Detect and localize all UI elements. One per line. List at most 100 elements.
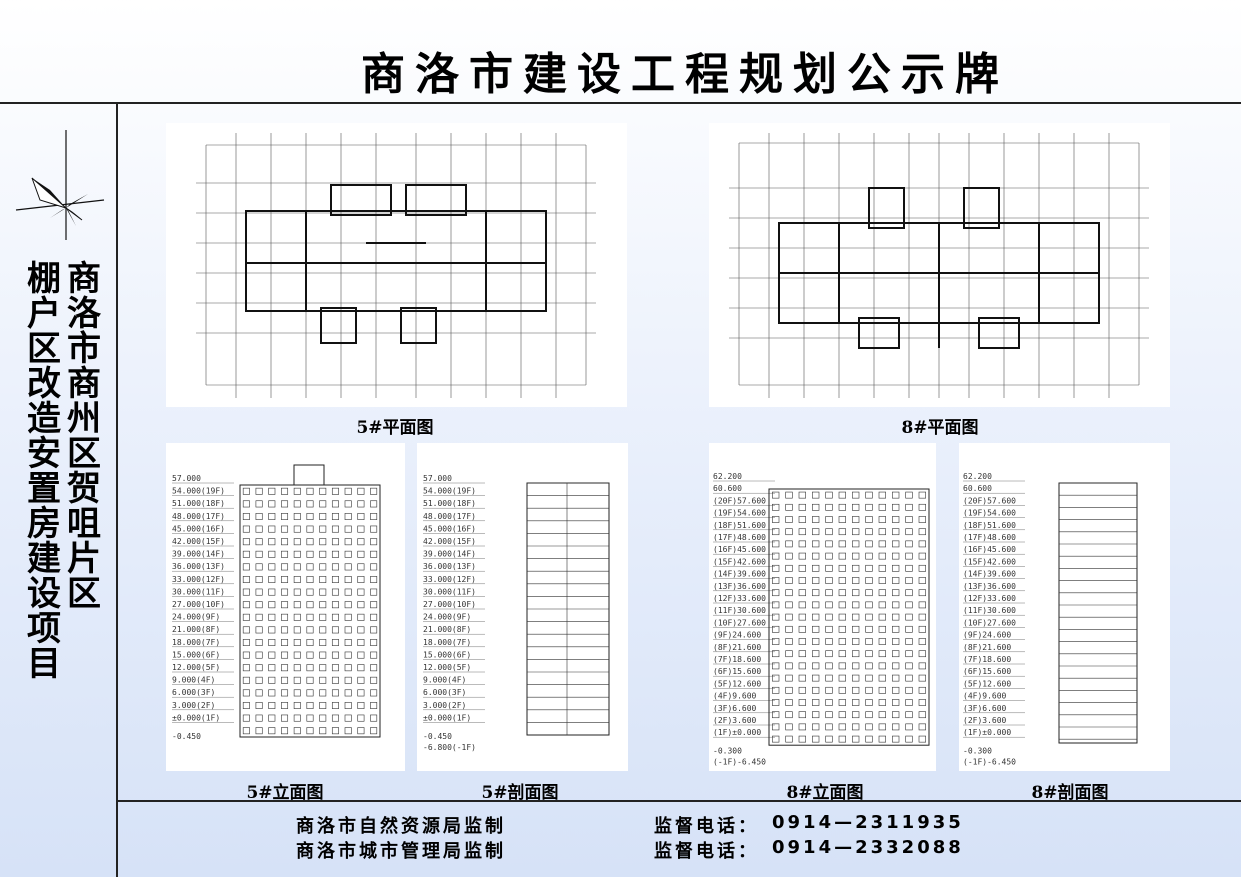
plan-5-caption: 5#平面图 <box>356 418 434 438</box>
elevation-8-level-label: (13F)36.600 <box>713 582 766 591</box>
elevation-5-level-label: 24.000(9F) <box>172 613 220 622</box>
elevation-5-level-label: 6.000(3F) <box>172 688 215 697</box>
elevation-8-level-label: -0.300 <box>713 746 742 755</box>
section-8-level-label: (5F)12.600 <box>963 679 1011 688</box>
section-8-level-label: (19F)54.600 <box>963 509 1016 518</box>
elevation-8-level-label: (3F)6.600 <box>713 704 757 713</box>
section-5-level-label: 24.000(9F) <box>423 613 471 622</box>
page-title: 商洛市建设工程规划公示牌 <box>361 49 1009 100</box>
section-5-level-label: 6.000(3F) <box>423 688 466 697</box>
section-5-level-label: 30.000(11F) <box>423 587 476 596</box>
elevation-5-level-label: 15.000(6F) <box>172 650 220 659</box>
elevation-8-level-label: (8F)21.600 <box>713 643 761 652</box>
section-5-level-label: 18.000(7F) <box>423 638 471 647</box>
section-5-level-label: 42.000(15F) <box>423 537 476 546</box>
elevation-8-level-label: (2F)3.600 <box>713 716 757 725</box>
section-8-level-label: 60.600 <box>963 484 992 493</box>
section-8-level-label: (15F)42.600 <box>963 557 1016 566</box>
phone-label-1: 监督电话： <box>654 816 759 837</box>
elevation-5-level-label: -0.450 <box>172 732 201 741</box>
section-8-level-label: (11F)30.600 <box>963 606 1016 615</box>
section-5-level-label: 27.000(10F) <box>423 600 476 609</box>
section-8-level-label: (14F)39.600 <box>963 570 1016 579</box>
section-5-level-label: 36.000(13F) <box>423 562 476 571</box>
section-8-level-label: (17F)48.600 <box>963 533 1016 542</box>
section-8-level-label: (12F)33.600 <box>963 594 1016 603</box>
section-5-caption: 5#剖面图 <box>481 783 559 803</box>
elevation-5-level-label: 9.000(4F) <box>172 676 215 685</box>
elevation-8-level-label: (4F)9.600 <box>713 692 757 701</box>
elevation-5-level-label: 39.000(14F) <box>172 550 225 559</box>
elevation-5-level-label: 21.000(8F) <box>172 625 220 634</box>
elevation-5-level-label: 27.000(10F) <box>172 600 225 609</box>
section-8-level-label: (20F)57.600 <box>963 496 1016 505</box>
section-5-level-label: 33.000(12F) <box>423 575 476 584</box>
section-5-level-label: -0.450 <box>423 732 452 741</box>
section-5-level-label: 9.000(4F) <box>423 676 466 685</box>
section-5-level-label: 48.000(17F) <box>423 512 476 521</box>
section-8-level-label: (10F)27.600 <box>963 618 1016 627</box>
plan-8-drawing <box>709 123 1170 407</box>
elevation-8-level-label: (-1F)-6.450 <box>713 757 766 766</box>
elevation-5-level-label: ±0.000(1F) <box>172 713 220 722</box>
section-8-level-label: (6F)15.600 <box>963 667 1011 676</box>
plan-8-caption: 8#平面图 <box>901 418 979 438</box>
elevation-8-level-label: (14F)39.600 <box>713 570 766 579</box>
elevation-5-level-label: 12.000(5F) <box>172 663 220 672</box>
section-5-level-label: 45.000(16F) <box>423 524 476 533</box>
elevation-5-level-label: 42.000(15F) <box>172 537 225 546</box>
elevation-8-level-label: (9F)24.600 <box>713 631 761 640</box>
phone-label-2: 监督电话： <box>654 841 759 862</box>
section-8-level-label: (-1F)-6.450 <box>963 757 1016 766</box>
section-8-caption: 8#剖面图 <box>1031 783 1109 803</box>
section-5-level-label: 51.000(18F) <box>423 499 476 508</box>
elevation-8-level-label: 60.600 <box>713 484 742 493</box>
section-5-level-label: 54.000(19F) <box>423 487 476 496</box>
section-8-level-label: (9F)24.600 <box>963 631 1011 640</box>
section-5-level-label: 39.000(14F) <box>423 550 476 559</box>
section-5-level-label: 57.000 <box>423 474 452 483</box>
elevation-8-level-label: (11F)30.600 <box>713 606 766 615</box>
plan-5-drawing <box>166 123 627 407</box>
project-name-line2: 棚户区改造安置房建设项目 <box>27 259 61 684</box>
elevation-8-level-label: (12F)33.600 <box>713 594 766 603</box>
elevation-5-level-label: 36.000(13F) <box>172 562 225 571</box>
elevation-5-level-label: 45.000(16F) <box>172 524 225 533</box>
section-5-level-label: ±0.000(1F) <box>423 713 471 722</box>
phone-number-2: 0914—2332088 <box>772 837 964 858</box>
elevation-8-level-label: (6F)15.600 <box>713 667 761 676</box>
north-arrow-icon <box>15 130 105 240</box>
supervisor-org-2: 商洛市城市管理局监制 <box>296 841 506 862</box>
elevation-8-level-label: (16F)45.600 <box>713 545 766 554</box>
elevation-8-caption: 8#立面图 <box>786 783 864 803</box>
section-5-level-label: 3.000(2F) <box>423 701 466 710</box>
section-8-level-label: (16F)45.600 <box>963 545 1016 554</box>
section-8-level-label: (7F)18.600 <box>963 655 1011 664</box>
section-8-level-label: -0.300 <box>963 746 992 755</box>
elevation-5-level-label: 18.000(7F) <box>172 638 220 647</box>
elevation-5-level-label: 51.000(18F) <box>172 499 225 508</box>
elevation-5-caption: 5#立面图 <box>246 783 324 803</box>
phone-number-1: 0914—2311935 <box>772 812 964 833</box>
elevation-8-level-label: (10F)27.600 <box>713 618 766 627</box>
elevation-8-level-label: (1F)±0.000 <box>713 728 761 737</box>
elevation-5-level-label: 48.000(17F) <box>172 512 225 521</box>
section-5-level-label: -6.800(-1F) <box>423 743 476 752</box>
section-8-level-label: (3F)6.600 <box>963 704 1007 713</box>
section-8-level-label: (4F)9.600 <box>963 692 1007 701</box>
section-8-level-label: (1F)±0.000 <box>963 728 1011 737</box>
elevation-8-level-label: (19F)54.600 <box>713 509 766 518</box>
title-divider <box>0 102 1241 104</box>
elevation-8-level-label: (18F)51.600 <box>713 521 766 530</box>
project-name-line1: 商洛市商州区贺咀片区 <box>67 259 101 614</box>
elevation-8-level-label: (15F)42.600 <box>713 557 766 566</box>
section-8-level-label: 62.200 <box>963 472 992 481</box>
elevation-8-level-label: (17F)48.600 <box>713 533 766 542</box>
elevation-5-level-label: 33.000(12F) <box>172 575 225 584</box>
section-8-level-label: (2F)3.600 <box>963 716 1007 725</box>
elevation-5-level-label: 3.000(2F) <box>172 701 215 710</box>
elevation-8-level-label: (20F)57.600 <box>713 496 766 505</box>
section-8-level-label: (8F)21.600 <box>963 643 1011 652</box>
